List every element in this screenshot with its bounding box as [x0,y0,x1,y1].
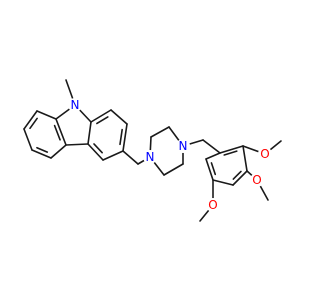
bond-line [212,179,234,186]
bond-line [122,150,139,165]
bond-line [102,150,124,161]
double-bond-inner-line [210,162,217,176]
bond-line [150,126,170,138]
double-bond-inner-line [36,146,49,153]
bond-line [202,139,221,154]
piperazine-nitrogen-left: N [143,150,157,164]
bond-line [242,145,248,172]
double-bond-inner-line [96,116,109,125]
atom-label-n: N [179,139,188,153]
double-bond-inner-line [119,128,123,146]
carbazole-nitrogen: N [68,98,82,112]
bond-line [55,118,67,146]
bond-line [110,109,128,125]
atom-label-o: O [208,198,217,212]
atom-label-o: O [252,173,261,187]
double-bond-inner-line [93,143,103,154]
bond-line [31,149,52,159]
methoxy-oxygen-bottom: O [206,198,220,212]
bond-line [87,121,92,145]
double-bond-inner-line [223,150,238,156]
bond-line [90,109,112,123]
bond-line [87,143,104,161]
methoxy-oxygen-top: O [258,147,272,161]
double-bond-inner-line [232,170,242,180]
methoxy-oxygen-middle: O [250,173,264,187]
bond-line [36,110,57,120]
bond-lines [23,79,282,222]
bond-line [23,110,38,130]
bond-line [122,123,128,152]
atom-label-o: O [260,147,269,161]
bond-line [163,163,184,176]
bond-line [219,145,244,154]
molecule-structure-drawing: N N N O O O [23,79,282,222]
atom-labels: N N N O O O [68,98,272,212]
bond-line [205,152,221,160]
bond-line [232,170,248,186]
bond-line [205,158,214,181]
atom-label-n: N [146,150,155,164]
piperazine-nitrogen-right: N [176,139,190,153]
double-bond-inner-line [29,117,38,130]
bond-line [23,128,33,151]
double-bond-inner-line [53,124,61,141]
bond-line [65,143,89,146]
atom-label-n: N [71,98,80,112]
bond-line [50,144,67,159]
